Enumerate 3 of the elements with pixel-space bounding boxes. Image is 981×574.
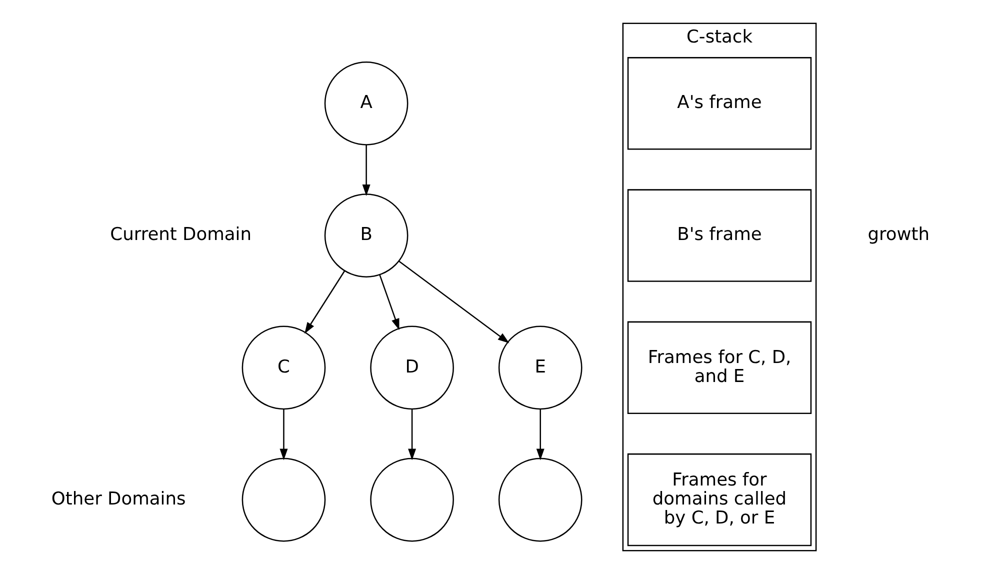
label: growth	[868, 224, 930, 246]
label: Current Domain	[110, 224, 252, 246]
label: Other Domains	[51, 488, 186, 510]
